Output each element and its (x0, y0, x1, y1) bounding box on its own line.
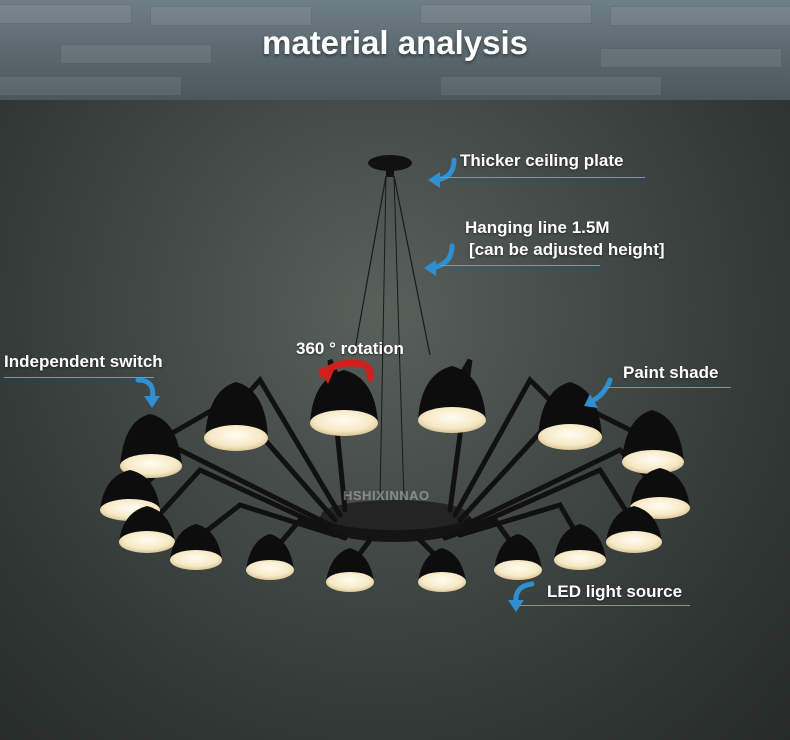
lamp-shade (170, 524, 222, 570)
hanging-wire (379, 175, 387, 501)
label-paint-shade: Paint shade (623, 363, 719, 382)
rotation-arrow-head-icon (318, 368, 334, 384)
label-underline (606, 387, 731, 388)
brick-texture (600, 48, 782, 68)
lamp-shade (120, 414, 182, 478)
lamp-shade (418, 548, 466, 592)
lamp-shade (310, 370, 378, 436)
arrow-paint-shade-icon (587, 377, 613, 405)
lamp-arm (462, 466, 638, 533)
ceiling-plate-stem (386, 165, 394, 177)
label-ceiling-plate: Thicker ceiling plate (460, 151, 624, 170)
brick-texture (60, 44, 212, 64)
arrow-head-icon (508, 600, 524, 612)
label-underline (520, 605, 690, 606)
arrow-head-icon (144, 396, 160, 408)
lamp-arm (147, 466, 333, 533)
lamp-shade (538, 382, 602, 450)
lamp-arm (192, 502, 338, 543)
arrow-head-icon (584, 394, 598, 408)
brick-texture (0, 4, 132, 24)
brick-texture (610, 6, 790, 26)
hanging-wire (353, 175, 387, 356)
arrow-head-icon (424, 260, 436, 276)
lamp-shade (100, 470, 160, 521)
brick-texture (150, 6, 312, 26)
rotation-arrow-icon (318, 359, 374, 382)
brick-texture (0, 76, 182, 96)
lamp-shade (494, 534, 542, 580)
hanging-wire (393, 175, 405, 501)
label-independent-switch: Independent switch (4, 352, 163, 371)
title-banner: material analysis (0, 0, 790, 100)
label-underline (440, 265, 600, 266)
lamp-shades (100, 366, 690, 592)
watermark: HSHIXINNAO (343, 488, 430, 503)
label-hanging-line-note: [can be adjusted height] (469, 240, 665, 259)
lamp-shade (418, 366, 486, 433)
lamp-shade (622, 410, 684, 474)
lamp-shade (606, 506, 662, 553)
lamp-shade (246, 534, 294, 580)
pointer-arrow-heads (144, 172, 598, 612)
label-hanging-line: Hanging line 1.5M (465, 218, 610, 237)
hanging-wire (393, 175, 431, 356)
arrow-head-icon (428, 172, 440, 188)
banner-title: material analysis (262, 24, 528, 61)
label-rotation: 360 ° rotation (296, 339, 404, 358)
brick-texture (420, 4, 592, 24)
lamp-shade (204, 382, 268, 451)
label-underline (440, 177, 645, 178)
lamp-shade (554, 524, 606, 570)
label-led-source: LED light source (547, 582, 683, 601)
brick-texture (440, 76, 662, 96)
ceiling-plate (368, 155, 412, 171)
lamp-shade (119, 506, 175, 553)
lamp-shade (326, 548, 374, 592)
center-hub-top (321, 500, 469, 530)
label-underline (4, 377, 154, 378)
